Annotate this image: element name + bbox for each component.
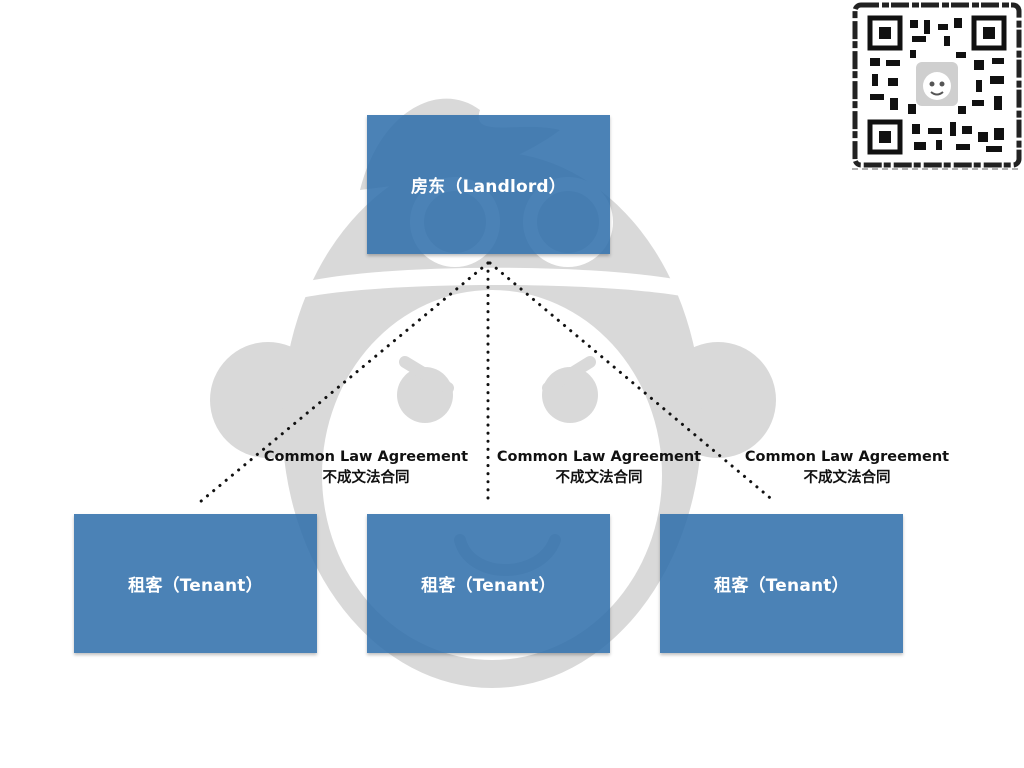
qr-divider	[852, 168, 1018, 170]
relation-label-1: Common Law Agreement 不成文法合同	[256, 447, 476, 489]
qr-code-icon	[852, 2, 1022, 168]
relation-label-1-en: Common Law Agreement	[263, 449, 469, 465]
connector-line-1	[198, 261, 490, 504]
relation-label-1-zh: 不成文法合同	[322, 470, 410, 486]
tenant-label-3: 租客（Tenant）	[714, 576, 849, 596]
connector-line-3	[488, 261, 777, 504]
tenant-label-1: 租客（Tenant）	[128, 576, 263, 596]
tenant-node-1: 租客（Tenant）	[74, 514, 317, 653]
tenant-node-2: 租客（Tenant）	[367, 514, 610, 653]
tenant-label-2: 租客（Tenant）	[421, 576, 556, 596]
relation-label-2: Common Law Agreement 不成文法合同	[489, 447, 709, 489]
landlord-node: 房东（Landlord）	[367, 115, 610, 254]
landlord-label: 房东（Landlord）	[410, 177, 567, 197]
relation-label-2-en: Common Law Agreement	[496, 449, 702, 465]
relation-label-3-en: Common Law Agreement	[744, 449, 950, 465]
tenant-node-3: 租客（Tenant）	[660, 514, 903, 653]
relation-label-3: Common Law Agreement 不成文法合同	[737, 447, 957, 489]
relation-label-3-zh: 不成文法合同	[803, 470, 891, 486]
relation-label-2-zh: 不成文法合同	[555, 470, 643, 486]
